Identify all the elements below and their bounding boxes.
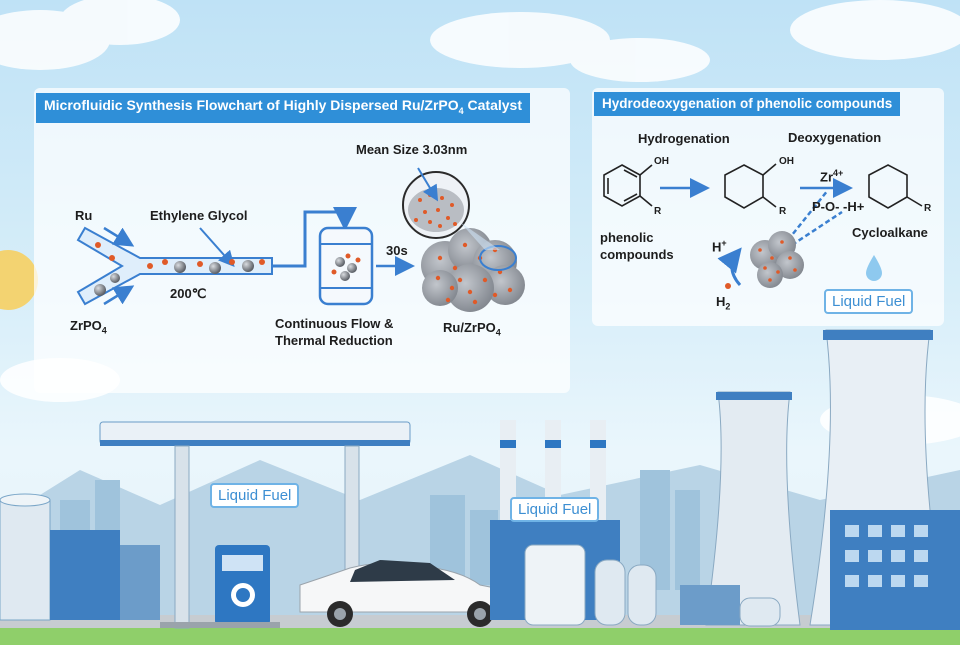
time-label: 30s <box>386 243 408 258</box>
zrpo4-label: ZrPO4 <box>70 318 107 336</box>
reactor-vessel <box>318 226 374 306</box>
flow-label-line1: Continuous Flow & <box>275 316 394 331</box>
ru-label: Ru <box>75 208 93 223</box>
r-label-2: R <box>779 206 787 217</box>
arrow-icon <box>199 227 235 267</box>
p-o-h-label: P-O- -H+ <box>812 199 865 214</box>
zr-superscript: 4+ <box>833 168 844 178</box>
zr-label: Zr4+ <box>820 168 843 184</box>
hdo-panel-title: Hydrodeoxygenation of phenolic compounds <box>594 92 901 116</box>
phenol-structure <box>603 164 653 207</box>
deoxygenation-label: Deoxygenation <box>788 130 882 145</box>
active-site-links <box>787 189 843 247</box>
r-label-3: R <box>924 203 932 214</box>
phenolic-label-line1: phenolic <box>600 230 654 245</box>
zoom-inset <box>402 167 500 250</box>
temperature-label: 200℃ <box>170 286 207 301</box>
h-plus-text: H <box>712 239 722 255</box>
ethylene-glycol-label: Ethylene Glycol <box>150 208 248 223</box>
droplet-icon <box>866 255 882 281</box>
liquid-fuel-sign-station: Liquid Fuel <box>210 483 300 508</box>
zrpo4-subscript: 4 <box>101 325 107 336</box>
h-plus-label: H+ <box>712 238 727 254</box>
zrpo4-text: ZrPO <box>70 318 102 333</box>
arrow-icon <box>717 247 742 286</box>
oh-label-1: OH <box>654 156 669 167</box>
small-catalyst-cluster <box>750 231 804 288</box>
title-text-end: Catalyst <box>463 97 522 113</box>
product-text: Ru/ZrPO <box>443 320 496 335</box>
flow-label-line2: Thermal Reduction <box>275 333 393 348</box>
catalyst-cluster <box>421 228 525 312</box>
gas-station <box>99 421 411 629</box>
product-subscript: 4 <box>495 327 501 338</box>
arrow-icon <box>103 226 135 247</box>
sun-icon <box>0 250 38 310</box>
synthesis-panel-title: Microfluidic Synthesis Flowchart of High… <box>36 93 530 123</box>
grass <box>0 628 960 645</box>
h2-label: H2 <box>716 294 730 312</box>
factory-right <box>680 510 960 630</box>
zr-text: Zr <box>820 169 833 185</box>
cooling-towers <box>705 329 946 626</box>
phenolic-label-line2: compounds <box>600 247 674 262</box>
oh-label-2: OH <box>779 156 794 167</box>
car-icon <box>299 560 520 627</box>
h2-subscript: 2 <box>725 301 731 312</box>
cyclohexanol-structure <box>724 163 777 209</box>
cycloalkane-label: Cycloalkane <box>852 225 928 240</box>
cycloalkane-structure <box>868 164 923 209</box>
h2-text: H <box>716 294 726 309</box>
h-plus-superscript: + <box>721 238 727 248</box>
product-label: Ru/ZrPO4 <box>443 320 501 338</box>
particles-in-channel <box>94 242 265 296</box>
r-label-1: R <box>654 206 662 217</box>
liquid-fuel-badge-panel: Liquid Fuel <box>824 289 914 314</box>
liquid-fuel-sign-factory: Liquid Fuel <box>510 497 600 522</box>
factory-middle <box>490 420 657 626</box>
h2-molecule-icon <box>725 283 731 289</box>
storage-tanks-left <box>0 493 160 621</box>
mean-size-label: Mean Size 3.03nm <box>356 142 468 157</box>
title-subscript: 4 <box>458 105 464 116</box>
title-text: Microfluidic Synthesis Flowchart of High… <box>44 97 459 113</box>
arrow-icon <box>103 285 135 306</box>
hydrogenation-label: Hydrogenation <box>638 131 730 146</box>
